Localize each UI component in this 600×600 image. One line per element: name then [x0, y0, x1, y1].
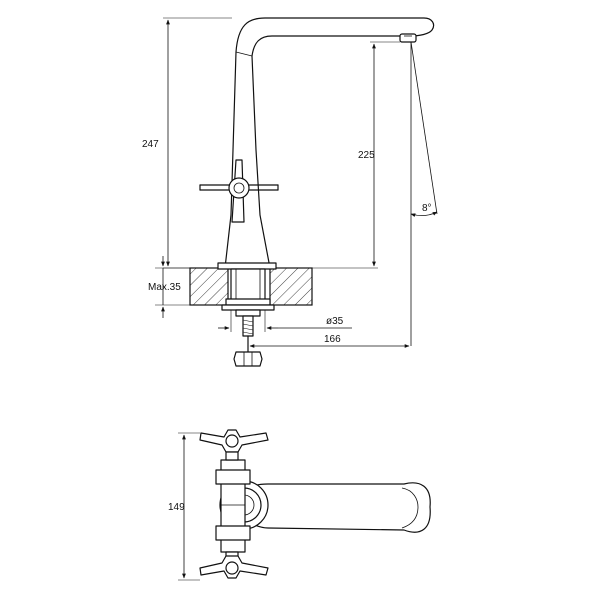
cross-handle-top-upper [199, 429, 269, 461]
dimension-spout-reach: 166 [247, 334, 410, 350]
cross-handle-side [199, 159, 279, 223]
cross-handle-top-lower [199, 551, 269, 579]
mounting-assembly [221, 268, 275, 367]
base-flange [217, 262, 277, 270]
spout-reach-label: 166 [324, 334, 341, 345]
valve-column [215, 459, 251, 553]
countertop-section [189, 267, 313, 306]
faucet-body [224, 17, 435, 269]
dimension-handle-span: 149 [168, 432, 200, 581]
dimension-counter-thickness: Max.35 [148, 256, 190, 318]
handle-span-label: 149 [168, 502, 185, 513]
aerator [399, 33, 417, 43]
dimension-hole-diameter: ø35 [218, 310, 352, 332]
spout-height-label: 225 [358, 150, 375, 161]
dimension-spout-height: 225 [312, 41, 400, 269]
counter-thickness-label: Max.35 [148, 282, 181, 293]
spout-angle-label: 8° [422, 203, 432, 214]
top-view: 149 [168, 429, 431, 581]
side-view: 247 225 8° Max.35 [142, 17, 438, 367]
overall-height-label: 247 [142, 139, 159, 150]
hole-diameter-label: ø35 [326, 316, 344, 327]
dimension-spout-angle: 8° [410, 41, 438, 346]
dimension-overall-height: 247 [142, 17, 232, 269]
spout-top [247, 482, 431, 533]
